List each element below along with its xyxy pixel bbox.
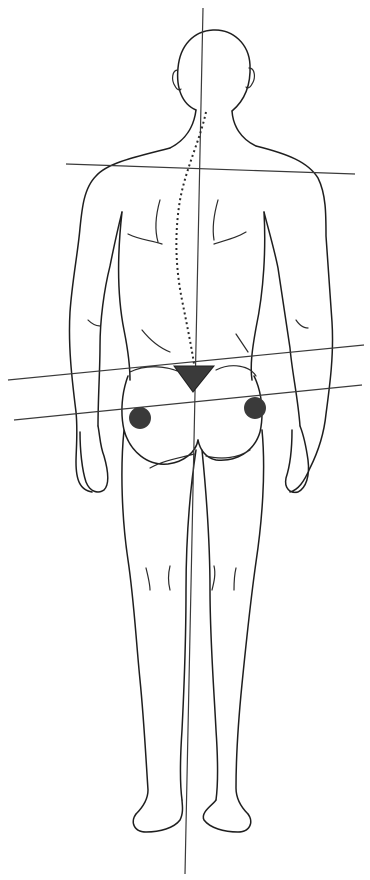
right-knee-mark-b — [234, 568, 236, 590]
right-shoulder-arm-outer — [256, 146, 333, 492]
left-knee-mark-a — [146, 568, 150, 590]
right-leg-outer — [236, 430, 264, 814]
left-shoulder-arm-outer — [69, 148, 170, 492]
right-hand — [286, 426, 309, 492]
right-leg-inner — [202, 450, 218, 800]
right-lower-back — [236, 334, 248, 352]
right-back-muscle — [214, 232, 246, 244]
left-hand — [80, 426, 108, 492]
hip-level-line — [14, 385, 362, 420]
right-scapula-mark — [213, 200, 218, 240]
right-hip-dot — [244, 397, 266, 419]
right-buttock-top — [216, 366, 256, 376]
left-scapula-mark — [156, 200, 160, 242]
vertical-plumb-line — [185, 8, 203, 874]
reference-lines — [8, 8, 364, 874]
body-outline — [69, 30, 332, 832]
left-lower-back — [142, 330, 170, 352]
right-knee-mark-a — [212, 566, 215, 590]
left-torso-side — [119, 212, 131, 380]
head-outline — [178, 30, 250, 111]
spine-curve — [176, 112, 206, 364]
right-foot — [203, 800, 250, 832]
right-elbow-mark — [296, 320, 308, 328]
left-knee-mark-b — [169, 566, 171, 590]
left-inner-arm — [98, 212, 122, 426]
sacral-triangle — [174, 366, 214, 392]
left-gluteal-fold — [150, 454, 194, 468]
left-elbow-mark — [88, 320, 100, 326]
left-hip-dot — [129, 407, 151, 429]
left-ear — [173, 70, 181, 90]
neck-right — [232, 111, 256, 146]
shoulder-level-line — [66, 164, 355, 174]
left-leg-outer — [122, 430, 148, 814]
left-foot — [133, 800, 182, 832]
right-gluteal-fold — [206, 450, 250, 458]
neck-left — [170, 110, 196, 148]
left-leg-inner — [181, 450, 197, 800]
